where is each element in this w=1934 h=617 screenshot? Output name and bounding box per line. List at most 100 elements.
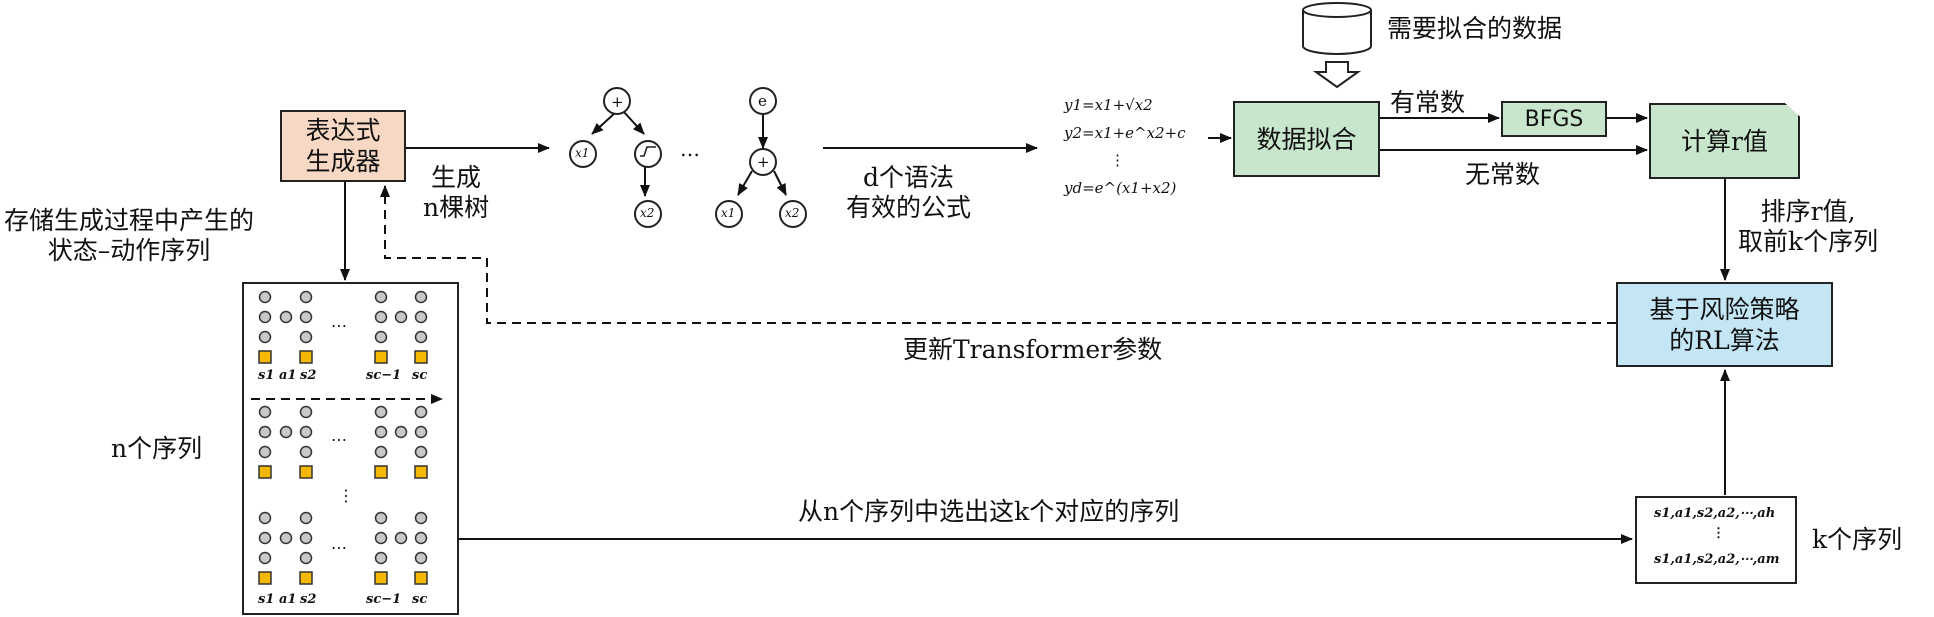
tree1-x2-node: x2: [640, 206, 655, 220]
action-square: [299, 571, 313, 585]
tree2-plus-node: +: [757, 153, 770, 171]
state-circle: [414, 405, 428, 419]
action-square: [414, 571, 428, 585]
state-circle: [258, 511, 272, 525]
k-seq-vdots: ⋮: [1712, 526, 1725, 541]
panel-label-s2-top: s2: [300, 368, 317, 383]
k-sequences-label: k个序列: [1812, 525, 1903, 554]
store-sequences-label: 存储生成过程中产生的状态–动作序列: [4, 206, 255, 265]
state-circle: [414, 531, 428, 545]
state-circle: [414, 425, 428, 439]
panel-label-sc1-bottom: sc−1: [366, 592, 402, 607]
data-fit-label: 数据拟合: [1256, 124, 1357, 154]
state-circle: [299, 445, 313, 459]
action-square: [414, 350, 428, 364]
state-circle: [258, 551, 272, 565]
state-circle: [258, 531, 272, 545]
tree1-x1-node: x1: [575, 146, 590, 160]
panel-label-s2-bottom: s2: [300, 592, 317, 607]
state-circle: [279, 531, 293, 545]
panel-label-a1-bottom: a1: [279, 592, 297, 607]
panel-vdots: ⋮: [338, 486, 354, 505]
state-circle: [374, 330, 388, 344]
state-circle: [258, 425, 272, 439]
tree2-x2-node: x2: [785, 206, 800, 220]
panel-label-sc-top: sc: [412, 368, 428, 383]
no-constant-label: 无常数: [1465, 160, 1541, 189]
tree-ellipsis: …: [680, 137, 700, 161]
database-icon: [1302, 2, 1372, 55]
select-k-label: 从n个序列中选出这k个对应的序列: [798, 497, 1180, 526]
panel-label-sc1-top: sc−1: [366, 368, 402, 383]
action-square: [258, 465, 272, 479]
d-formulas-label: d个语法有效的公式: [846, 163, 972, 222]
edge-update-dashed: [380, 185, 1616, 324]
panel-label-s1-top: s1: [258, 368, 275, 383]
update-transformer-label: 更新Transformer参数: [903, 335, 1163, 364]
panel-label-sc-bottom: sc: [412, 592, 428, 607]
state-circle: [299, 330, 313, 344]
state-circle: [299, 551, 313, 565]
action-square: [258, 350, 272, 364]
state-circle: [258, 445, 272, 459]
state-circle: [258, 405, 272, 419]
state-circle: [414, 551, 428, 565]
action-square: [299, 465, 313, 479]
compute-r-label: 计算r值: [1681, 126, 1768, 156]
action-square: [414, 465, 428, 479]
risk-seeking-rl-node: 基于风险策略的RL算法: [1616, 282, 1833, 367]
state-circle: [374, 425, 388, 439]
rl-label: 基于风险策略的RL算法: [1649, 294, 1800, 355]
compute-r-node: 计算r值: [1649, 103, 1800, 179]
sequence-state-action-grid: [258, 290, 428, 585]
state-circle: [299, 531, 313, 545]
equation-yd: yd=e^(x1+x2): [1064, 179, 1177, 197]
action-square: [374, 465, 388, 479]
state-circle: [258, 330, 272, 344]
action-square: [374, 350, 388, 364]
state-circle: [258, 310, 272, 324]
state-circle: [414, 290, 428, 304]
n-sequences-label: n个序列: [111, 434, 203, 463]
panel-label-s1-bottom: s1: [258, 592, 275, 607]
action-square: [374, 571, 388, 585]
state-circle: [374, 310, 388, 324]
expression-generator-node: 表达式生成器: [280, 110, 406, 182]
with-constant-label: 有常数: [1390, 88, 1466, 117]
panel-hdots-1: ⋯: [331, 316, 347, 335]
bfgs-label: BFGS: [1524, 106, 1584, 132]
bfgs-node: BFGS: [1501, 101, 1607, 137]
k-seq-row2: s1,a1,s2,a2,⋯,am: [1654, 552, 1780, 567]
panel-label-a1-top: a1: [279, 368, 297, 383]
state-circle: [299, 310, 313, 324]
data-needed-label: 需要拟合的数据: [1387, 14, 1563, 43]
state-circle: [299, 290, 313, 304]
generator-label: 表达式生成器: [305, 116, 381, 176]
expression-tree-2: [715, 87, 807, 228]
state-circle: [374, 405, 388, 419]
state-circle: [374, 445, 388, 459]
state-circle: [279, 310, 293, 324]
panel-hdots-2: ⋯: [331, 430, 347, 449]
state-circle: [414, 310, 428, 324]
sort-r-label: 排序r值,取前k个序列: [1738, 197, 1879, 256]
state-circle: [394, 425, 408, 439]
state-circle: [299, 425, 313, 439]
state-circle: [299, 511, 313, 525]
equation-y2: y2=x1+e^x2+c: [1064, 124, 1186, 142]
state-circle: [258, 290, 272, 304]
action-square: [299, 350, 313, 364]
k-seq-row1: s1,a1,s2,a2,⋯,ah: [1654, 506, 1776, 521]
state-circle: [414, 511, 428, 525]
equation-y1: y1=x1+√x2: [1064, 96, 1153, 114]
tree2-x1-node: x1: [721, 206, 736, 220]
state-circle: [414, 330, 428, 344]
tree2-exp-node: e: [758, 92, 767, 110]
state-circle: [374, 290, 388, 304]
state-circle: [394, 531, 408, 545]
state-circle: [414, 445, 428, 459]
hollow-down-arrow: [1312, 61, 1362, 89]
